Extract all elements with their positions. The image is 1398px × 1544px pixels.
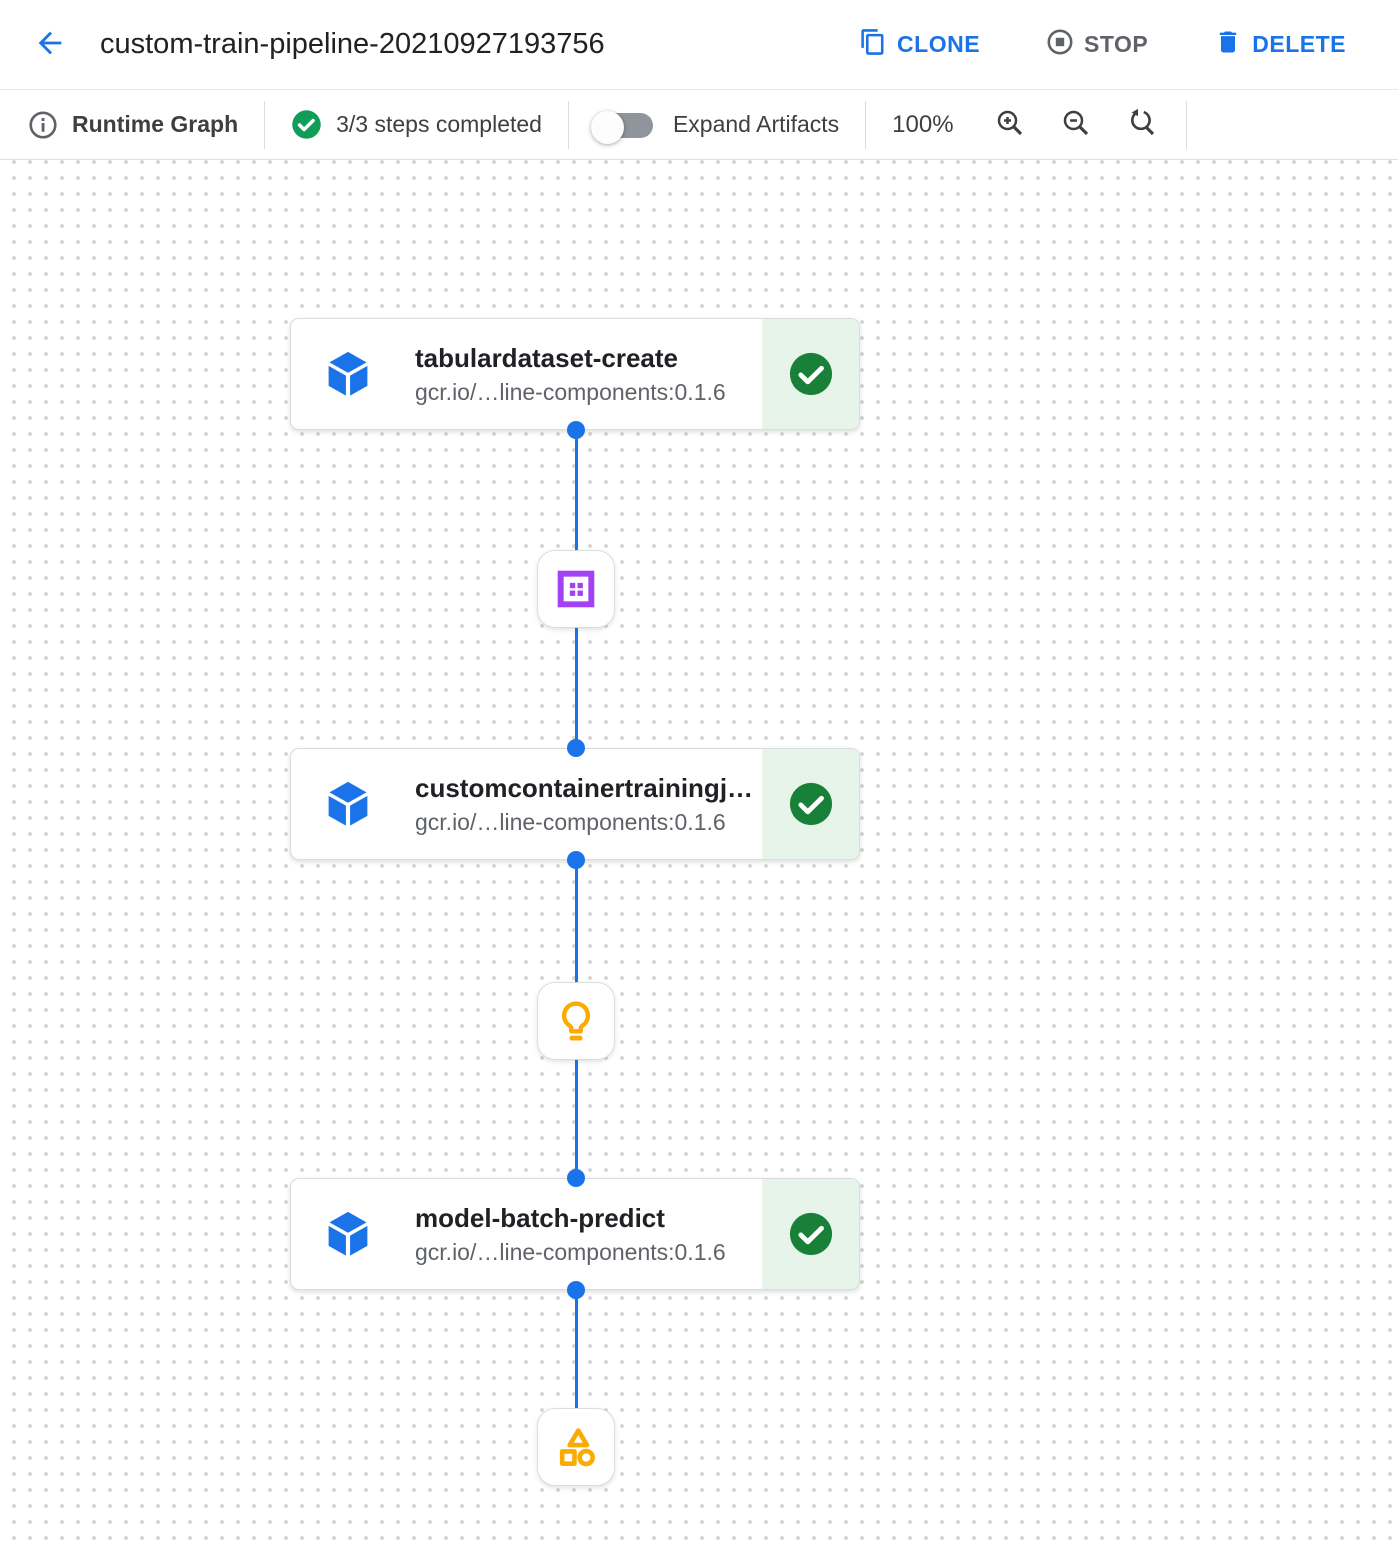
zoom-in-icon bbox=[995, 108, 1025, 141]
node-main: tabulardataset-create gcr.io/…line-compo… bbox=[291, 319, 762, 429]
header: custom-train-pipeline-20210927193756 CLO… bbox=[0, 0, 1398, 90]
expand-artifacts-label: Expand Artifacts bbox=[672, 111, 840, 137]
node-status-completed bbox=[762, 319, 859, 429]
clone-button[interactable]: CLONE bbox=[859, 28, 980, 62]
info-icon[interactable] bbox=[28, 110, 58, 140]
port-node2-in bbox=[567, 739, 585, 757]
node-image: gcr.io/…line-components:0.1.6 bbox=[415, 1238, 726, 1265]
model-lightbulb-icon bbox=[553, 998, 599, 1044]
zoom-out-button[interactable] bbox=[1058, 107, 1094, 143]
node-text: tabulardataset-create gcr.io/…line-compo… bbox=[415, 343, 726, 406]
toggle-knob bbox=[590, 110, 624, 144]
component-cube-icon bbox=[323, 1209, 373, 1259]
pipeline-graph-canvas[interactable]: tabulardataset-create gcr.io/…line-compo… bbox=[0, 160, 1398, 1544]
delete-trash-icon bbox=[1214, 28, 1242, 62]
artifact-node-dataset[interactable] bbox=[537, 550, 615, 628]
clone-icon bbox=[859, 28, 887, 62]
pipeline-node-model-batch-predict[interactable]: model-batch-predict gcr.io/…line-compone… bbox=[290, 1178, 860, 1290]
artifact-node-generic[interactable] bbox=[537, 1408, 615, 1486]
success-check-icon bbox=[788, 781, 834, 827]
divider bbox=[567, 100, 569, 149]
port-node2-out bbox=[567, 851, 585, 869]
zoom-reset-icon bbox=[1127, 108, 1157, 141]
zoom-reset-button[interactable] bbox=[1124, 107, 1160, 143]
page-title: custom-train-pipeline-20210927193756 bbox=[100, 28, 605, 60]
artifact-shapes-icon bbox=[553, 1424, 599, 1470]
port-node1-out bbox=[567, 421, 585, 439]
back-button[interactable] bbox=[30, 25, 70, 65]
node-title: model-batch-predict bbox=[415, 1202, 665, 1233]
runtime-graph-view: Runtime Graph bbox=[28, 110, 238, 140]
zoom-controls: 100% bbox=[892, 107, 1159, 143]
zoom-in-button[interactable] bbox=[992, 107, 1028, 143]
dataset-table-icon bbox=[553, 566, 599, 612]
header-actions: CLONE STOP DELETE bbox=[859, 28, 1346, 62]
node-text: customcontainertrainingj… gcr.io/…line-c… bbox=[415, 773, 753, 836]
steps-status: 3/3 steps completed bbox=[291, 109, 542, 140]
node-text: model-batch-predict gcr.io/…line-compone… bbox=[415, 1203, 726, 1266]
delete-button[interactable]: DELETE bbox=[1214, 28, 1346, 62]
success-check-icon bbox=[788, 351, 834, 397]
pipeline-edge-line bbox=[575, 430, 578, 1408]
node-status-completed bbox=[762, 749, 859, 859]
node-main: customcontainertrainingj… gcr.io/…line-c… bbox=[291, 749, 762, 859]
steps-completed-label: 3/3 steps completed bbox=[336, 111, 542, 137]
pipeline-node-customcontainertrainingjob[interactable]: customcontainertrainingj… gcr.io/…line-c… bbox=[290, 748, 860, 860]
artifact-node-model[interactable] bbox=[537, 982, 615, 1060]
node-title: customcontainertrainingj… bbox=[415, 772, 754, 803]
check-circle-icon bbox=[291, 109, 322, 140]
component-cube-icon bbox=[323, 349, 373, 399]
port-node3-in bbox=[567, 1169, 585, 1187]
pipeline-node-tabulardataset-create[interactable]: tabulardataset-create gcr.io/…line-compo… bbox=[290, 318, 860, 430]
component-cube-icon bbox=[323, 779, 373, 829]
success-check-icon bbox=[788, 1211, 834, 1257]
zoom-level: 100% bbox=[892, 110, 954, 138]
divider bbox=[1185, 100, 1187, 149]
port-node3-out bbox=[567, 1281, 585, 1299]
graph-toolbar: Runtime Graph 3/3 steps completed Expand… bbox=[0, 90, 1398, 160]
divider bbox=[865, 100, 867, 149]
stop-button[interactable]: STOP bbox=[1046, 28, 1148, 62]
node-image: gcr.io/…line-components:0.1.6 bbox=[415, 378, 726, 405]
back-arrow-icon bbox=[33, 26, 67, 63]
node-status-completed bbox=[762, 1179, 859, 1289]
node-image: gcr.io/…line-components:0.1.6 bbox=[415, 808, 726, 835]
expand-artifacts-control: Expand Artifacts bbox=[590, 110, 840, 144]
divider bbox=[264, 100, 266, 149]
view-label: Runtime Graph bbox=[72, 111, 239, 137]
zoom-out-icon bbox=[1061, 108, 1091, 141]
node-main: model-batch-predict gcr.io/…line-compone… bbox=[291, 1179, 762, 1289]
expand-artifacts-toggle[interactable] bbox=[590, 110, 653, 144]
node-title: tabulardataset-create bbox=[415, 342, 678, 373]
stop-icon bbox=[1046, 28, 1074, 62]
